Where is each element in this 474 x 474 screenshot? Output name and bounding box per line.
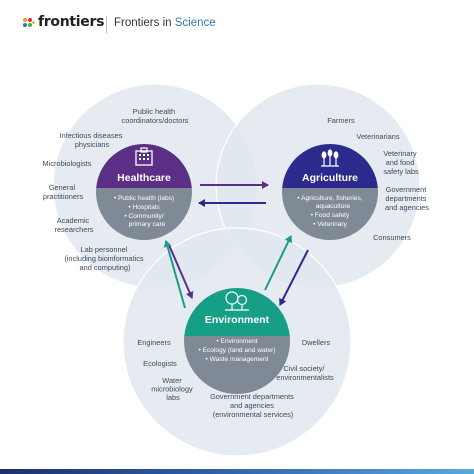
stakeholder-line: General (49, 183, 76, 192)
agriculture-stakeholders: Farmers Veterinarians Veterinary and foo… (327, 116, 429, 242)
stakeholder-line: researchers (54, 225, 93, 234)
stakeholder-line: Veterinary (383, 149, 417, 158)
stakeholder-line: safety labs (383, 167, 419, 176)
stakeholder-label: Academic researchers (54, 216, 93, 234)
environment-stakeholders: Engineers Ecologists Water microbiology … (137, 338, 334, 419)
stakeholder-line: Ecologists (143, 359, 177, 368)
stakeholder-label: Government departments and agencies (env… (210, 392, 296, 419)
stakeholder-line: and agencies (385, 203, 429, 212)
stakeholder-label: Government departments and agencies (385, 185, 429, 212)
wheat-crops-icon (321, 149, 339, 167)
healthcare-title: Healthcare (117, 172, 171, 184)
stakeholder-line: and food (386, 158, 415, 167)
stakeholder-line: practitioners (43, 192, 84, 201)
stakeholder-line: Microbiologists (43, 159, 92, 168)
arrow-environment-to-healthcare (163, 240, 186, 309)
stakeholder-label: Veterinary and food safety labs (383, 149, 419, 176)
footer-gradient-bar (0, 469, 474, 474)
arrow-agriculture-to-environment (279, 249, 309, 306)
stakeholder-line: Government departments (210, 392, 294, 401)
healthcare-item-1: • Public health (labs) (114, 195, 174, 202)
stakeholder-label: Lab personnel (including bioinformatics … (64, 245, 145, 272)
stakeholder-line: (environmental services) (213, 410, 294, 419)
arrow-healthcare-to-environment (168, 244, 194, 299)
stakeholder-label: Consumers (373, 233, 411, 242)
agriculture-title: Agriculture (302, 172, 358, 184)
stakeholder-line: Dwellers (302, 338, 331, 347)
healthcare-item-3: • Community/ (124, 213, 163, 220)
frontiers-logo-icon (23, 18, 35, 27)
stakeholder-line: Civil society/ (283, 364, 325, 373)
stakeholder-label: Veterinarians (356, 132, 399, 141)
stakeholder-line: Infectious diseases (60, 131, 123, 140)
stakeholder-label: Engineers (137, 338, 171, 347)
stakeholder-label: Ecologists (143, 359, 177, 368)
journal-prefix: Frontiers in (114, 17, 175, 29)
stakeholder-label: Infectious diseases physicians (60, 131, 125, 149)
stakeholder-line: (including bioinformatics (64, 254, 144, 263)
arrow-environment-to-agriculture (264, 235, 293, 291)
stakeholder-line: Academic (57, 216, 90, 225)
header-divider (106, 16, 107, 33)
stakeholder-label: Microbiologists (43, 159, 92, 168)
environment-title: Environment (205, 314, 270, 326)
journal-accent: Science (174, 17, 216, 29)
stakeholder-line: Public health (133, 107, 175, 116)
stakeholder-line: Consumers (373, 233, 411, 242)
stakeholder-line: environmentalists (276, 373, 334, 382)
stakeholder-label: Civil society/ environmentalists (276, 364, 334, 382)
stakeholder-label: Water microbiology labs (151, 376, 195, 402)
stakeholder-line: Veterinarians (356, 132, 399, 141)
healthcare-item-2: • Hospitals (128, 204, 160, 211)
brand-name: frontiers (38, 14, 105, 30)
stakeholder-line: coordinators/doctors (122, 116, 189, 125)
agriculture-item-2: aquaculture (316, 203, 351, 210)
header: frontiers Frontiers in Science (0, 0, 474, 50)
stakeholder-line: Government (386, 185, 427, 194)
stakeholder-line: Farmers (327, 116, 355, 125)
environment-item-2: • Ecology (land and water) (198, 347, 275, 354)
healthcare-stakeholders: Public health coordinators/doctors Infec… (43, 107, 189, 272)
stakeholder-label: Public health coordinators/doctors (122, 107, 189, 125)
healthcare-item-4: primary care (129, 221, 166, 228)
stakeholder-line: labs (166, 393, 180, 402)
stakeholder-label: Dwellers (302, 338, 331, 347)
trees-icon (225, 291, 249, 311)
stakeholder-line: Engineers (137, 338, 171, 347)
stakeholder-line: Lab personnel (81, 245, 128, 254)
agriculture-item-3: • Food safety (311, 212, 350, 219)
environment-item-1: • Environment (216, 338, 257, 345)
stakeholder-line: and agencies (230, 401, 274, 410)
environment-item-3: • Waste management (206, 356, 269, 363)
hospital-building-icon (135, 147, 153, 166)
stakeholder-line: departments (385, 194, 426, 203)
stakeholder-line: Water (162, 376, 182, 385)
journal-name: Frontiers in Science (114, 17, 216, 29)
stakeholder-label: Farmers (327, 116, 355, 125)
stakeholder-line: physicians (75, 140, 110, 149)
stakeholder-label: General practitioners (43, 183, 84, 201)
agriculture-item-1: • Agriculture, fisheries, (297, 195, 363, 202)
stakeholder-line: and computing) (80, 263, 131, 272)
agriculture-item-4: • Veterinary (313, 221, 348, 228)
stakeholder-line: microbiology (151, 385, 193, 394)
